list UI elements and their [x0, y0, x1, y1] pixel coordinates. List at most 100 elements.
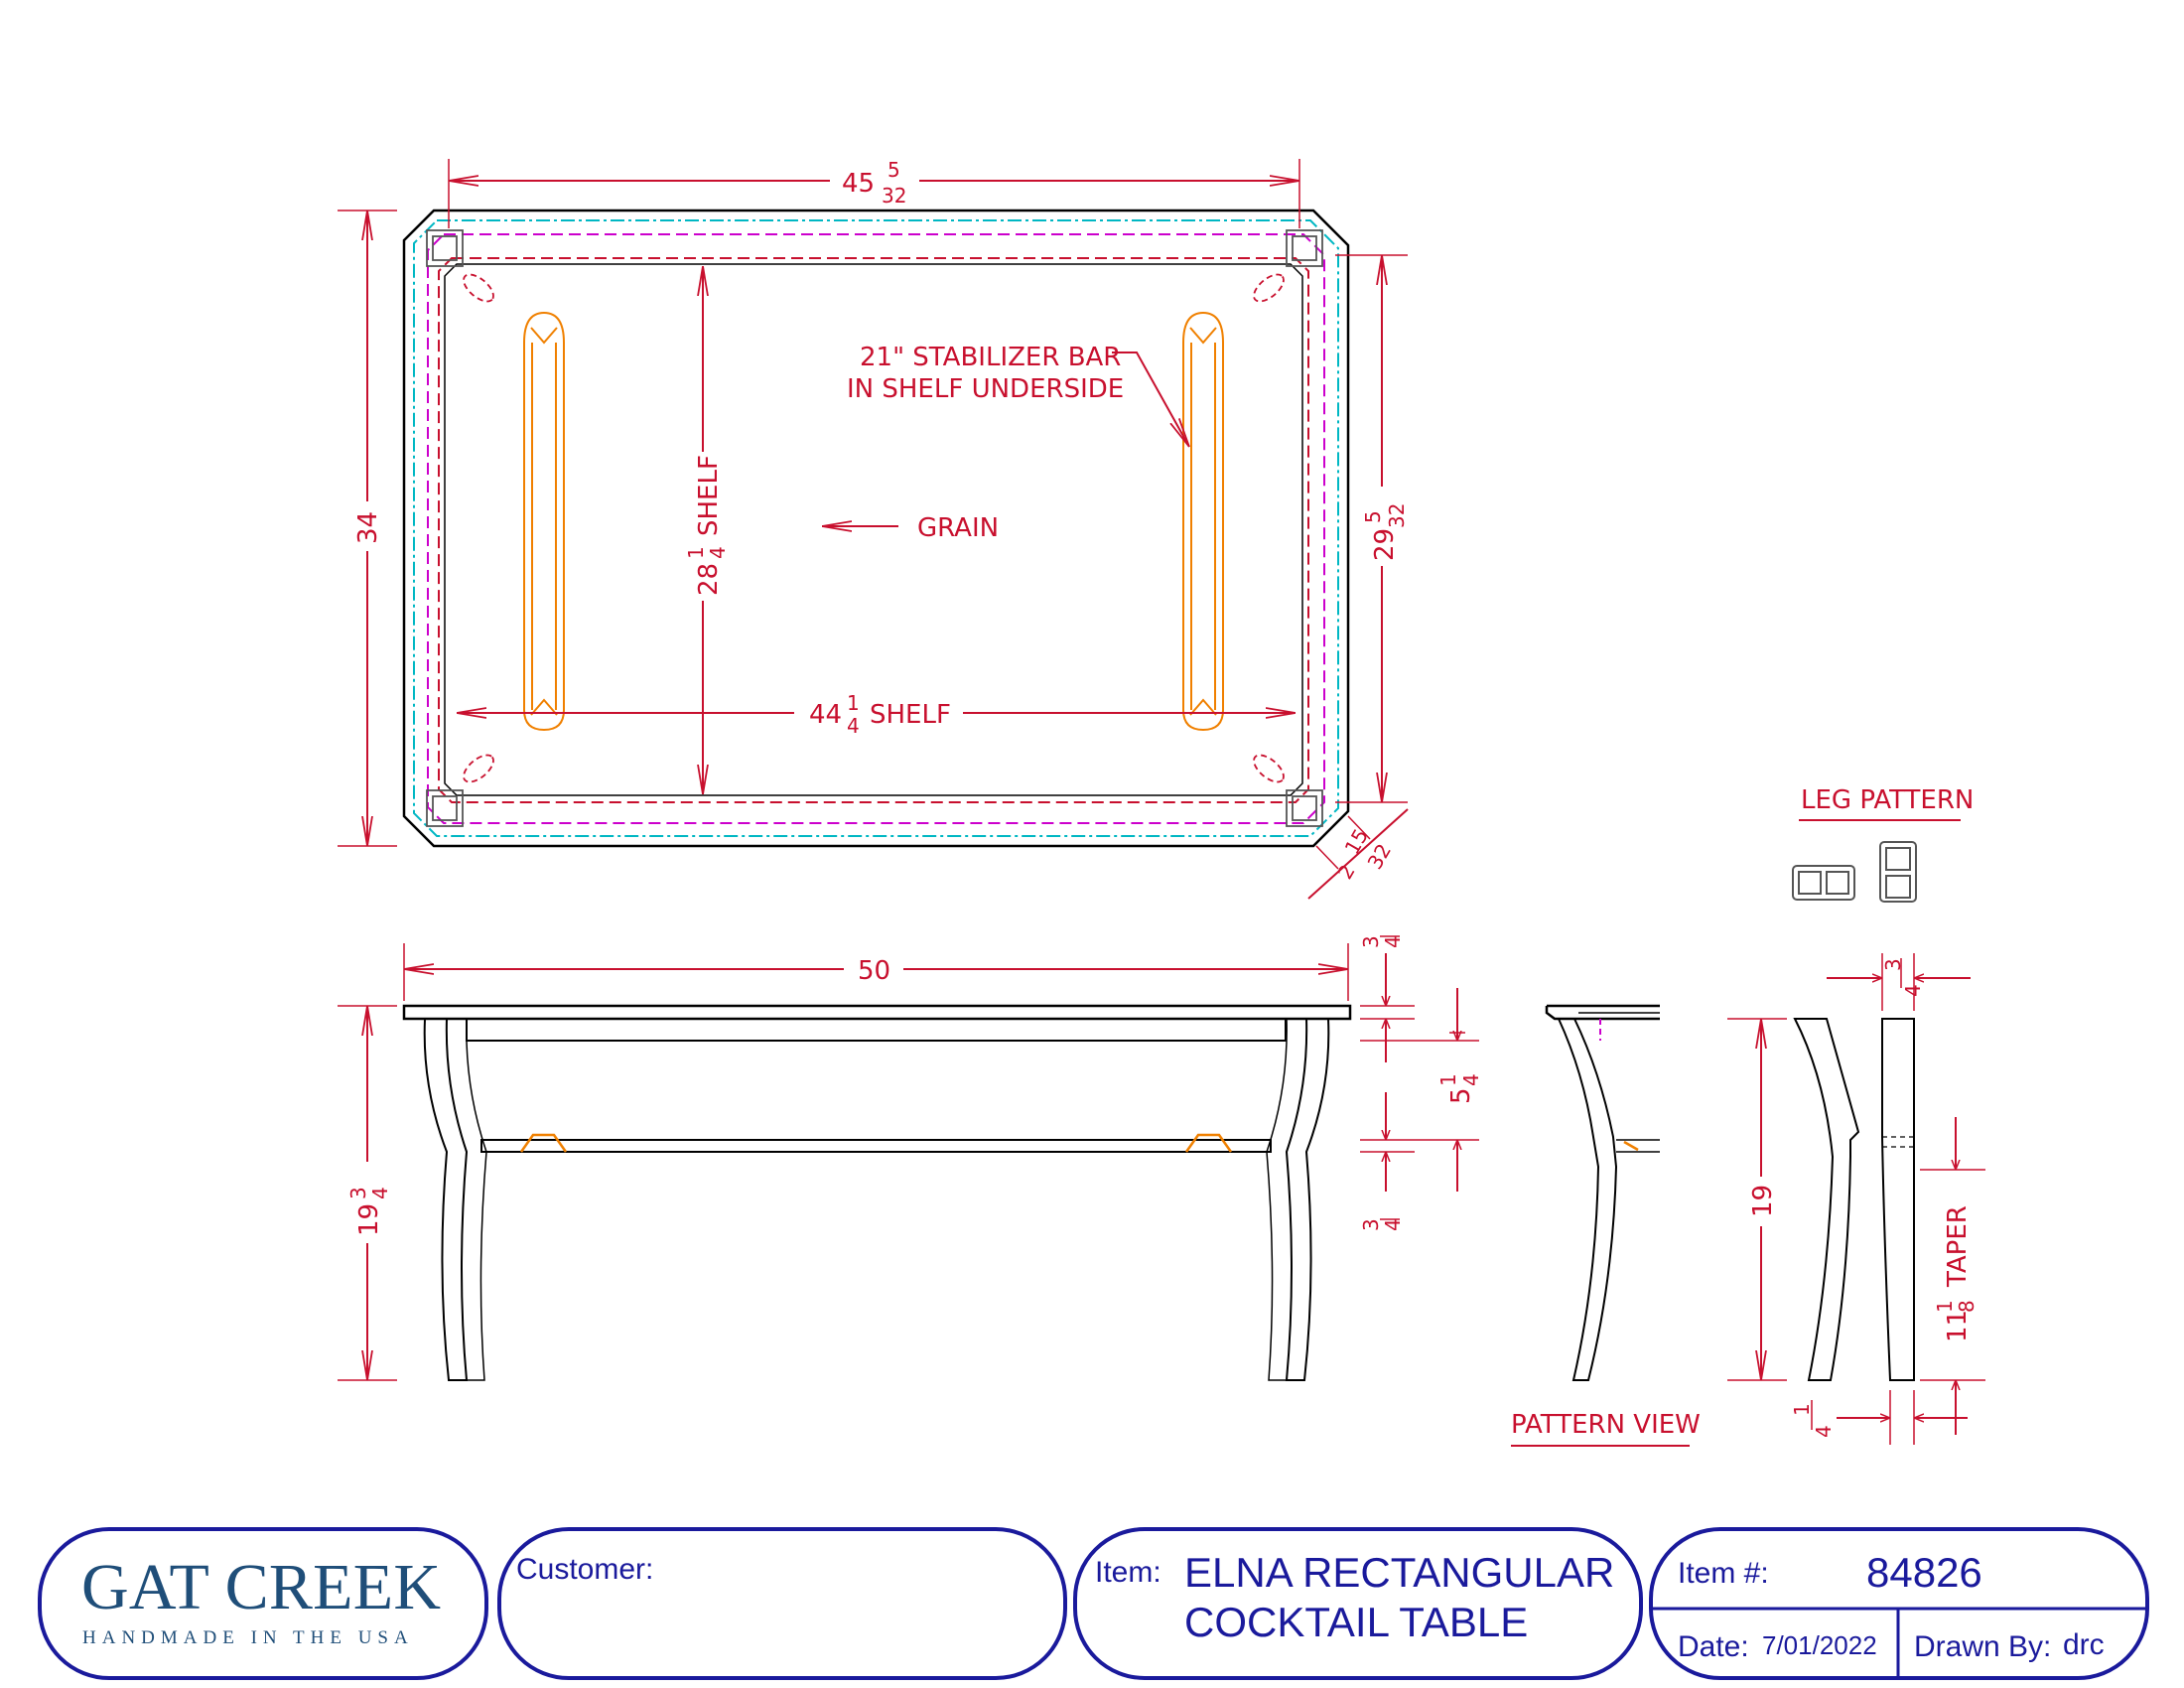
shelf-depth-label: SHELF [694, 455, 724, 536]
apron-whole: 5 [1446, 1087, 1476, 1104]
shelf-depth-whole: 28 [694, 563, 724, 596]
pattern-leg [1558, 1018, 1618, 1381]
logo-main: GAT CREEK [81, 1551, 441, 1623]
item-line2: COCKTAIL TABLE [1184, 1599, 1528, 1645]
shelf-width-den: 4 [847, 714, 860, 738]
customer-label: Customer: [516, 1553, 653, 1586]
shelf-width-label: SHELF [870, 700, 951, 730]
item-box [1073, 1527, 1643, 1680]
item-number-label: Item #: [1678, 1557, 1769, 1590]
pattern-view: PATTERN VIEW [1511, 1004, 1701, 1447]
stabilizer-note-line2: IN SHELF UNDERSIDE [847, 374, 1124, 404]
dim-label-bg [1745, 1177, 1777, 1226]
shelf-depth-den: 4 [706, 546, 730, 559]
bottom-offset-den: 4 [1812, 1425, 1836, 1438]
shelf-inner-line [444, 263, 1303, 796]
drawn-by-label: Drawn By: [1914, 1630, 2051, 1663]
height-whole: 19 [354, 1203, 384, 1236]
front-stabilizer-right [1184, 1133, 1233, 1153]
front-view: 50 19 3 4 3 4 5 1 4 3 4 [338, 935, 1483, 1381]
inner-depth-den: 32 [1385, 503, 1409, 528]
dim-line-corner [1307, 808, 1409, 900]
dim-label-bg [349, 1162, 391, 1243]
pattern-top [1545, 1004, 1660, 1021]
front-leg-right-inner [1266, 1018, 1306, 1381]
front-stabilizer-left [519, 1133, 568, 1153]
overall-width-num: 5 [887, 158, 900, 182]
shelf-thickness-num: 3 [1359, 1218, 1383, 1231]
pattern-shelf [1616, 1139, 1660, 1153]
stabilizer-leader [1112, 352, 1190, 447]
customer-box [497, 1527, 1067, 1680]
overall-width-whole: 45 [842, 169, 875, 199]
corner-leg-front-left [426, 229, 494, 303]
front-vertical-dims [1360, 953, 1479, 1192]
shelf-width-whole: 44 [809, 700, 842, 730]
pattern-view-label: PATTERN VIEW [1511, 1410, 1701, 1440]
height-den: 4 [368, 1187, 392, 1199]
leg-top-width-num: 3 [1881, 958, 1905, 971]
shelf-depth-num: 1 [684, 546, 708, 559]
top-thickness-den: 4 [1381, 935, 1405, 948]
overall-depth: 34 [353, 511, 383, 544]
front-shelf [480, 1139, 1272, 1153]
top-thickness-num: 3 [1359, 935, 1383, 948]
taper-num: 1 [1933, 1300, 1957, 1313]
stabilizer-note-line1: 21" STABILIZER BAR [860, 343, 1121, 372]
leg-top-width-den: 4 [1901, 984, 1925, 997]
front-leg-left [423, 1018, 469, 1381]
dim-label-bg [1362, 487, 1410, 566]
stabilizer-bar-right [1182, 311, 1224, 732]
bottom-offset-num: 1 [1790, 1403, 1814, 1416]
taper-den: 8 [1955, 1300, 1979, 1313]
front-apron [466, 1018, 1287, 1042]
top-view: 45 5 32 34 29 5 32 2 15 32 28 1 4 SHELF [338, 158, 1410, 900]
taper-whole: 11 [1943, 1310, 1973, 1342]
date-label: Date: [1678, 1630, 1749, 1663]
shelf-outline-dashed [438, 257, 1309, 803]
ext-line [1315, 845, 1339, 870]
leg-height: 19 [1748, 1185, 1778, 1217]
apron-den: 4 [1459, 1073, 1483, 1086]
dim-label-bg [830, 159, 919, 205]
taper-label: TAPER [1943, 1205, 1973, 1288]
inner-depth-num: 5 [1361, 510, 1385, 523]
overall-width-den: 32 [882, 184, 906, 208]
date-value: 7/01/2022 [1762, 1630, 1877, 1660]
leg-section-icons [1792, 841, 1917, 903]
dim-label-bg [794, 690, 963, 734]
leg-profile-straight [1881, 1018, 1915, 1381]
front-leg-left-inner [447, 1018, 487, 1381]
inner-depth-whole: 29 [1370, 528, 1400, 561]
shelf-width-num: 1 [847, 691, 860, 715]
corner-leg-front-right [1253, 229, 1323, 303]
leg-pattern: LEG PATTERN 19 3 4 11 1 8 [1727, 785, 1985, 1445]
height-num: 3 [346, 1187, 370, 1199]
table-top-outline [402, 209, 1350, 848]
corner-leg-back-right [1253, 754, 1323, 827]
item-line1: ELNA RECTANGULAR [1184, 1549, 1614, 1596]
corner-leg-back-left [426, 754, 494, 827]
shelf-thickness-den: 4 [1381, 1218, 1405, 1231]
dim-label-bg [685, 452, 725, 601]
front-table-top [402, 1004, 1352, 1021]
grain-label: GRAIN [917, 513, 999, 543]
top-apron-magenta-line [427, 233, 1325, 824]
item-label: Item: [1095, 1556, 1161, 1589]
item-number-value: 84826 [1866, 1549, 1982, 1596]
title-block: GAT CREEK HANDMADE IN THE USA Customer: … [38, 1527, 2149, 1680]
front-leg-right [1285, 1018, 1330, 1381]
logo-tagline: HANDMADE IN THE USA [82, 1627, 414, 1648]
leg-profile-curved [1793, 1018, 1860, 1381]
drawn-by-value: drc [2063, 1628, 2105, 1661]
dim-label-bg [844, 951, 903, 987]
apron-num: 1 [1436, 1073, 1460, 1086]
dim-label-bg [352, 501, 382, 551]
logo-box [38, 1527, 488, 1680]
leg-pattern-label: LEG PATTERN [1801, 785, 1974, 815]
overall-length: 50 [858, 956, 890, 986]
stabilizer-bar-left [523, 311, 565, 732]
pattern-stabilizer [1623, 1140, 1639, 1152]
ext-line [1347, 815, 1371, 840]
